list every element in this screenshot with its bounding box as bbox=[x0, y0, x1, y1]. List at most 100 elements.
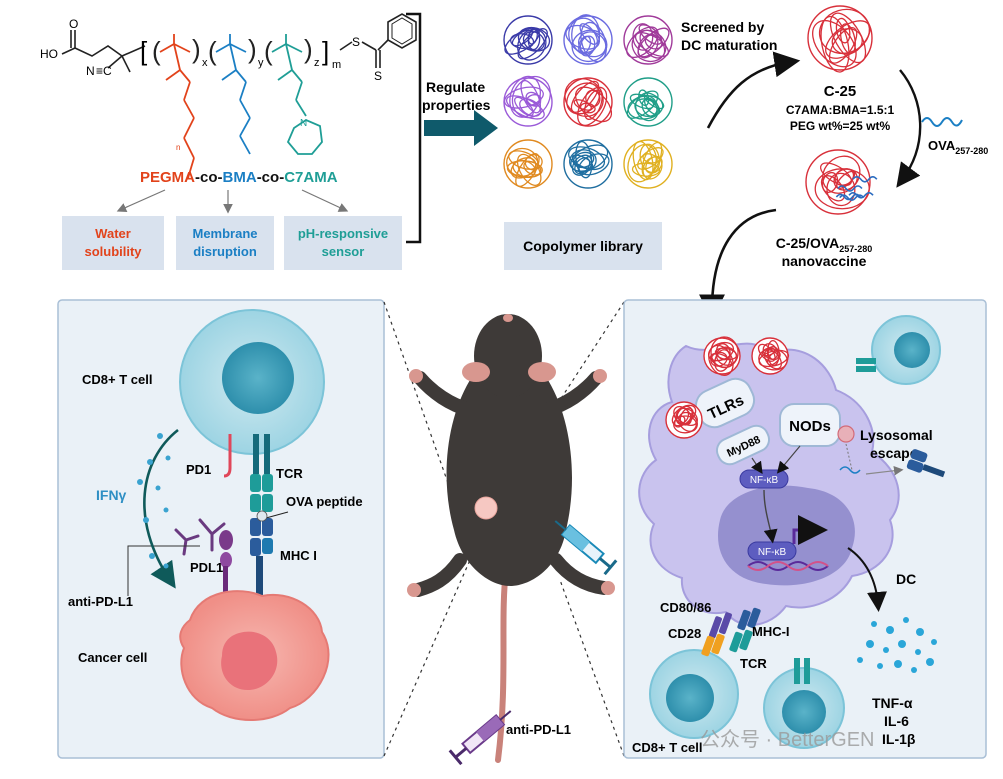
prop-membrane-line2: disruption bbox=[193, 244, 257, 259]
copolymer-library-grid bbox=[503, 14, 673, 189]
sub-m: m bbox=[332, 59, 341, 71]
nfkb-pill-cytoplasm bbox=[739, 469, 789, 489]
library-particle bbox=[623, 77, 673, 127]
nfkb-label-2: NF-κB bbox=[758, 547, 787, 558]
svg-text:(: ( bbox=[208, 36, 217, 66]
property-boxes: Water solubility Membrane disruption pH-… bbox=[62, 216, 402, 270]
bma-unit: ( ) y bbox=[208, 34, 264, 155]
regulate-arrow bbox=[424, 110, 498, 146]
ifng-dots bbox=[137, 433, 171, 569]
nods-label: NODs bbox=[789, 418, 831, 435]
library-particle bbox=[623, 139, 673, 189]
library-particle bbox=[503, 15, 553, 65]
right-tcr-label: TCR bbox=[740, 656, 767, 671]
library-particle bbox=[623, 15, 673, 65]
mouse-head bbox=[474, 314, 542, 398]
mhc1-label: MHC I bbox=[280, 548, 317, 563]
prop-ph-line2: sensor bbox=[322, 244, 365, 259]
sulfur-2: S bbox=[374, 69, 382, 83]
anti-pdl1-syringe-icon bbox=[448, 710, 512, 766]
mouse-ear-left bbox=[462, 362, 490, 382]
nanovaccine-particle bbox=[805, 149, 878, 215]
dc-label: DC bbox=[896, 571, 916, 587]
vaccine-syringe-icon bbox=[554, 520, 618, 576]
ifng-label: IFNγ bbox=[96, 487, 127, 503]
svg-text:(: ( bbox=[152, 36, 161, 66]
pdl1-label: PDL1 bbox=[190, 560, 223, 575]
c25-title: C-25 bbox=[824, 83, 857, 100]
svg-text:): ) bbox=[192, 34, 201, 64]
screen-arrow bbox=[706, 51, 801, 129]
il6-label: IL-6 bbox=[884, 713, 909, 729]
carbonyl-o: O bbox=[69, 17, 78, 31]
screened-by-line1: Screened by bbox=[681, 19, 764, 35]
library-particle bbox=[563, 139, 613, 189]
sulfur-1: S bbox=[352, 35, 360, 49]
right-mhc-label: MHC-I bbox=[752, 624, 790, 639]
connector-right-top bbox=[559, 301, 625, 401]
myd88-adaptor: MyD88 bbox=[715, 424, 771, 466]
mouse bbox=[407, 314, 615, 763]
tumor bbox=[474, 496, 498, 520]
dc-bound-nanoparticle bbox=[751, 337, 790, 375]
cytokine-dots bbox=[857, 617, 937, 673]
sub-x: x bbox=[202, 57, 208, 69]
bottom-tcr bbox=[794, 658, 810, 684]
c25-nanoparticle bbox=[807, 5, 873, 73]
dc-nucleus bbox=[717, 485, 855, 586]
ifng-arrow bbox=[143, 428, 179, 589]
cd8086-label: CD80/86 bbox=[660, 600, 711, 615]
c7ama-unit: ( N ) z bbox=[264, 34, 323, 155]
bracket-m-open: [ bbox=[140, 36, 148, 66]
dc-mhc-surface bbox=[906, 449, 946, 478]
screened-by-line2: DC maturation bbox=[681, 37, 777, 53]
cd28-label: CD28 bbox=[668, 626, 701, 641]
mouse-nose bbox=[503, 314, 513, 322]
tcr-receptor bbox=[250, 434, 273, 512]
mhc1-molecule bbox=[250, 510, 273, 600]
lysosome-particle bbox=[837, 425, 855, 443]
mouse-body bbox=[446, 380, 572, 586]
mouse-ear-right bbox=[528, 362, 556, 382]
svg-text:n: n bbox=[176, 143, 180, 152]
to-dc-arrow bbox=[699, 208, 777, 321]
water-solubility-box bbox=[62, 216, 164, 270]
grouping-bracket bbox=[406, 12, 422, 244]
ph-sensor-box bbox=[284, 216, 402, 270]
ho-label: HO bbox=[40, 47, 58, 61]
anti-pdl1-pointer bbox=[127, 545, 200, 596]
connector-right-bottom bbox=[559, 579, 625, 757]
nfkb-label-1: NF-κB bbox=[750, 475, 779, 486]
prop-ph-line1: pH-responsive bbox=[298, 226, 388, 241]
library-particle bbox=[563, 77, 613, 127]
tcr-label: TCR bbox=[276, 466, 303, 481]
nanovaccine-line2: nanovaccine bbox=[782, 253, 867, 269]
anti-pdl1-antibody bbox=[174, 518, 226, 556]
connector-left-bottom bbox=[383, 559, 471, 757]
prop-water-line2: solubility bbox=[84, 244, 142, 259]
copolymer-library-label: Copolymer library bbox=[523, 238, 643, 254]
nods-receptor: NODs bbox=[779, 403, 841, 447]
right-cd8-label: CD8+ T cell bbox=[632, 740, 702, 755]
cancer-nucleus bbox=[221, 631, 278, 690]
dc-bound-nanoparticle bbox=[665, 401, 703, 439]
library-particle bbox=[563, 14, 613, 65]
sub-z: z bbox=[314, 57, 320, 69]
library-particle bbox=[503, 139, 553, 189]
pd1-label: PD1 bbox=[186, 462, 211, 477]
polymer-name: PEGMA-co-BMA-co-C7AMA bbox=[140, 169, 338, 186]
prop-water-line1: Water bbox=[95, 226, 131, 241]
dc-nanoparticles bbox=[665, 336, 790, 439]
nanovaccine-line1: C-25/OVA257-280 bbox=[776, 235, 873, 254]
ova-peptide-pointer bbox=[265, 511, 289, 519]
regulate-line1: Regulate bbox=[426, 79, 485, 95]
nitrile-bond: ≡C bbox=[96, 64, 112, 78]
cancer-cell-label: Cancer cell bbox=[78, 650, 147, 665]
copolymer-library-box bbox=[504, 222, 662, 270]
nitrile-n: N bbox=[86, 64, 95, 78]
lysosomal-line2: escape bbox=[870, 445, 918, 461]
tnf-label: TNF-α bbox=[872, 695, 913, 711]
ova-load-arrow bbox=[896, 69, 922, 188]
membrane-disruption-box bbox=[176, 216, 274, 270]
